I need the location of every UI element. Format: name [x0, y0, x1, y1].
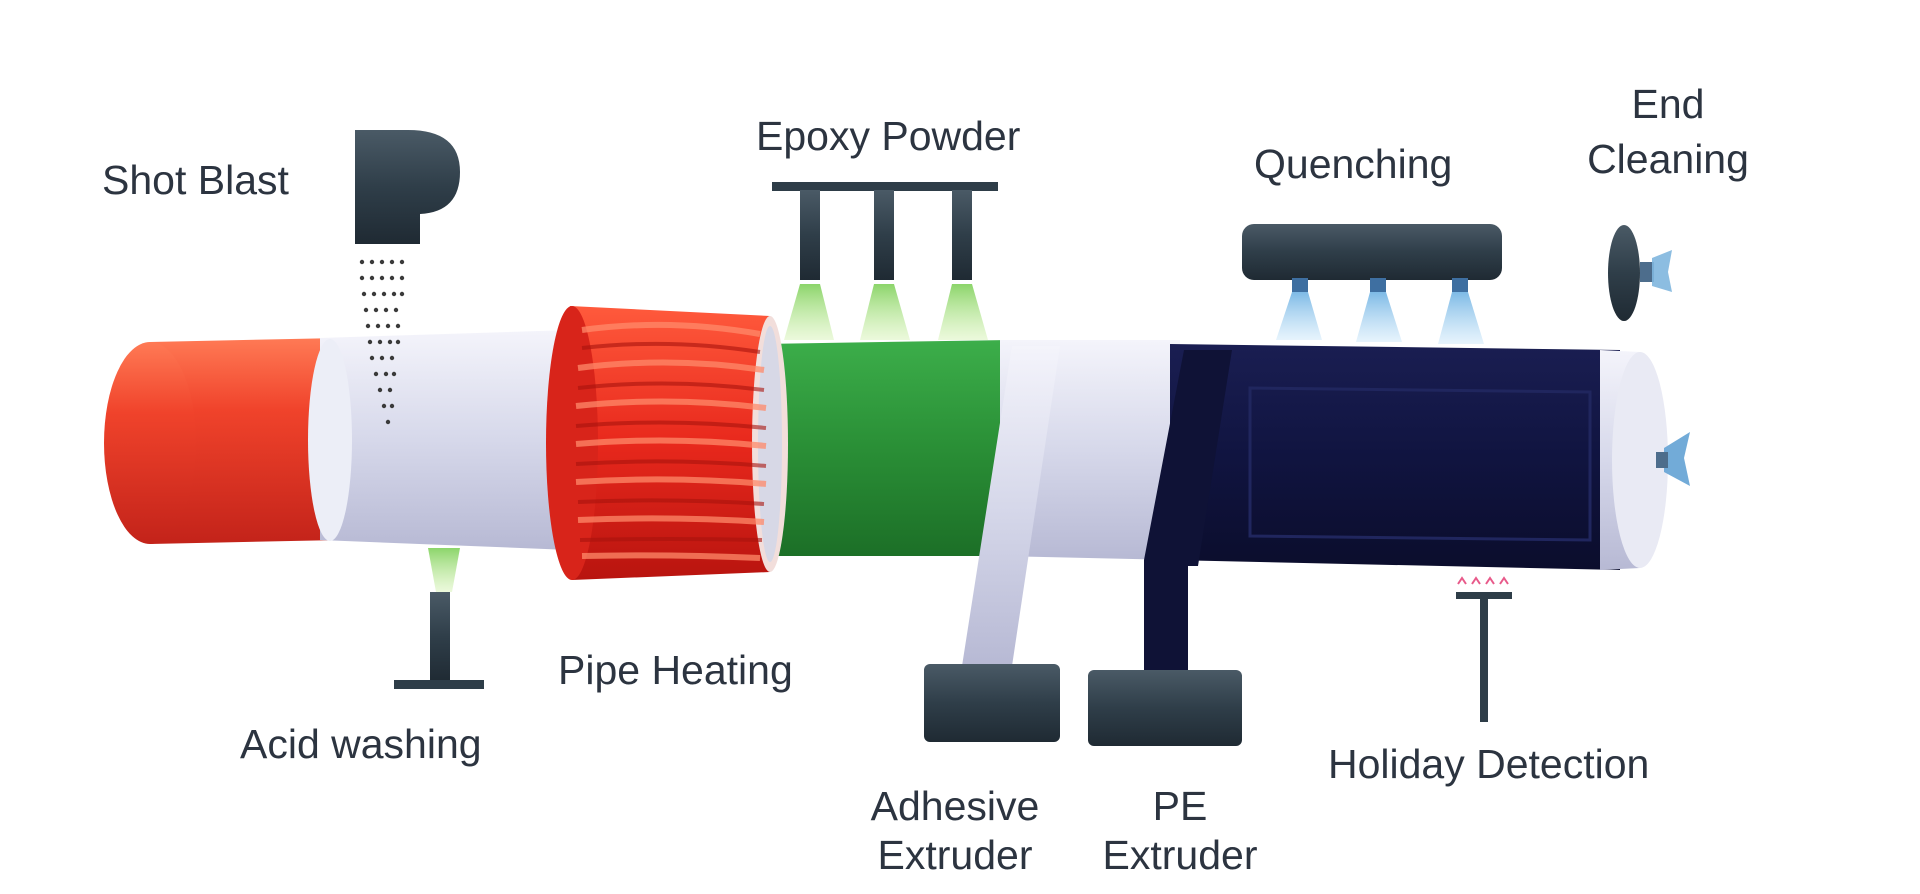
pe-extruder: [1088, 350, 1242, 746]
holiday-detection-probe: [1456, 576, 1512, 722]
label-quenching: Quenching: [1254, 141, 1453, 187]
label-pe-extruder-line2: Extruder: [1102, 832, 1258, 878]
label-end-cleaning-line2: Cleaning: [1587, 136, 1749, 182]
label-adhesive-extruder-line1: Adhesive: [870, 783, 1040, 829]
pipe-heating-coil: [546, 306, 788, 580]
acid-washing-nozzle: [394, 548, 484, 689]
pe-coated-section: [1170, 344, 1620, 570]
label-pe-extruder-line1: PE: [1152, 783, 1208, 829]
label-adhesive-extruder: Adhesive Extruder: [860, 782, 1050, 880]
label-adhesive-extruder-line2: Extruder: [877, 832, 1033, 878]
quenching-spray-bar: [1242, 224, 1502, 344]
end-cleaning-brush-top: [1608, 225, 1672, 321]
label-pipe-heating: Pipe Heating: [558, 647, 793, 693]
label-end-cleaning-line1: End: [1631, 81, 1705, 127]
adhesive-extruder: [924, 346, 1060, 742]
label-end-cleaning: End Cleaning: [1568, 80, 1768, 184]
epoxy-powder-manifold: [772, 182, 998, 340]
label-epoxy-powder: Epoxy Powder: [756, 113, 1021, 159]
shot-blast-nozzle: [355, 130, 460, 425]
label-shot-blast: Shot Blast: [102, 157, 289, 203]
label-pe-extruder: PE Extruder: [1090, 782, 1270, 880]
cleaned-pipe-section: [308, 330, 570, 550]
pipe-end: [1600, 350, 1668, 570]
label-acid-washing: Acid washing: [240, 721, 482, 767]
bare-pipe-section: [104, 338, 340, 544]
end-cleaning-brush-pipe: [1656, 432, 1690, 486]
label-holiday-detection: Holiday Detection: [1328, 741, 1650, 787]
